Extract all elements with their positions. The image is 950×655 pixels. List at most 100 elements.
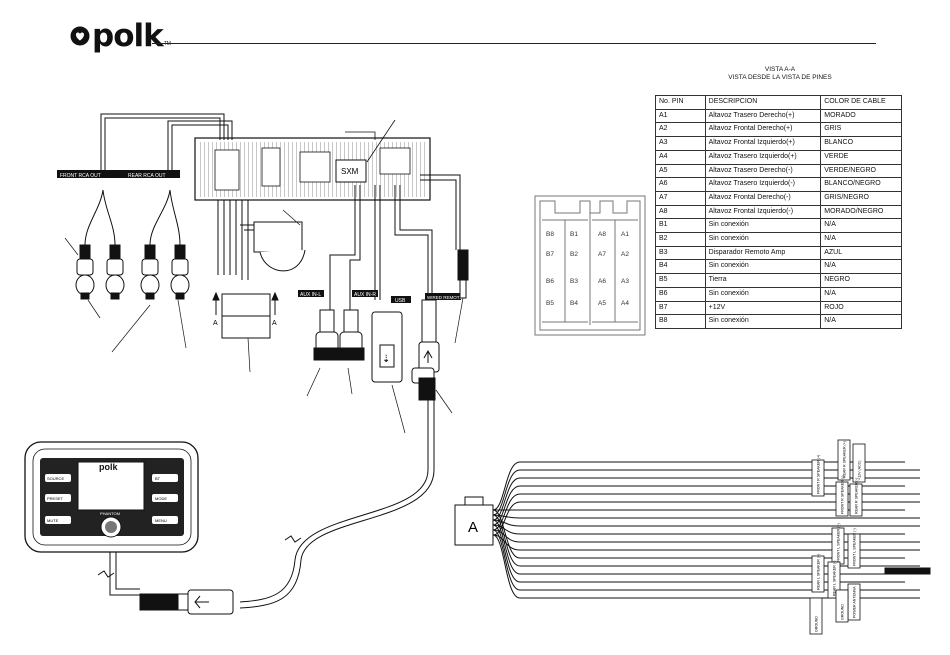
pin-number: A8 bbox=[655, 204, 706, 220]
main-harness-plug bbox=[221, 221, 306, 339]
pin-number: A5 bbox=[655, 163, 706, 179]
rear-rca-label: REAR RCA OUT bbox=[128, 173, 166, 179]
pin-description: Altavoz Frontal Derecho(-) bbox=[704, 190, 822, 206]
pin-wire-color: MORADO/NEGRO bbox=[820, 204, 902, 220]
pin-number: A6 bbox=[655, 177, 706, 192]
pin-description: Sin conexión bbox=[704, 232, 822, 247]
pin-number: A4 bbox=[655, 149, 706, 165]
pin-wire-color: BLANCO bbox=[820, 136, 902, 151]
rca-plug-body bbox=[79, 244, 91, 260]
pin-description: Altavoz Trasero Izquierdo(-) bbox=[704, 177, 822, 192]
rca-plug-body bbox=[109, 244, 121, 260]
pin-label: B1 bbox=[570, 231, 578, 238]
harness-tag bbox=[847, 533, 861, 569]
pin-wire-color: N/A bbox=[820, 218, 902, 234]
pin-wire-color: ROJO bbox=[820, 300, 902, 316]
pin-description: Altavoz Frontal Izquierdo(+) bbox=[704, 136, 822, 151]
connector-face bbox=[534, 195, 646, 336]
aux-in-l-label: AUX IN-L bbox=[300, 292, 321, 298]
pin-wire-color: N/A bbox=[820, 286, 902, 302]
pin-label: B4 bbox=[570, 300, 578, 307]
harness-tag bbox=[827, 561, 841, 599]
view-subtitle: VISTA DESDE LA VISTA DE PINES bbox=[728, 74, 832, 81]
pin-number: A1 bbox=[655, 108, 706, 124]
harness-tag bbox=[811, 459, 825, 497]
pin-label: B7 bbox=[546, 251, 554, 258]
pin-number: B3 bbox=[655, 245, 706, 261]
harness-tag-label: REAR R SPEAKER (-) bbox=[854, 478, 858, 514]
pin-label: A7 bbox=[598, 251, 606, 258]
pin-label: A4 bbox=[621, 300, 629, 307]
harness-tag-boxes: REAR R SPEAKER (+)+12V (ACC)FRONT R SPEA… bbox=[809, 439, 866, 635]
aux-usb-connectors bbox=[313, 249, 469, 401]
pin-number: A2 bbox=[655, 122, 706, 138]
arrow-up-icon bbox=[423, 349, 433, 363]
harness-wire bbox=[492, 524, 905, 583]
speaker-harness bbox=[454, 496, 494, 546]
harness-tag bbox=[849, 483, 863, 517]
harness-tag bbox=[847, 583, 861, 621]
rca-plug-collar bbox=[106, 258, 124, 276]
pin-description: Altavoz Trasero Derecho(-) bbox=[704, 163, 822, 179]
rca-plug-tip bbox=[75, 274, 95, 296]
pin-wire-color: N/A bbox=[820, 259, 902, 275]
pin-description: Altavoz Trasero Derecho(+) bbox=[704, 108, 822, 124]
harness-tag-label: +12V (ACC) bbox=[857, 461, 861, 480]
head-unit-btn-preset: PRESET bbox=[47, 496, 64, 501]
head-unit-brand: polk bbox=[99, 462, 118, 472]
harness-wire bbox=[492, 477, 920, 521]
rca-plug-collar bbox=[76, 258, 94, 276]
harness-wire-end-highlight bbox=[884, 567, 931, 575]
pin-wire-color: NEGRO bbox=[820, 273, 902, 288]
pin-description: Altavoz Frontal Izquierdo(-) bbox=[704, 204, 822, 220]
rca-plug-pin bbox=[175, 292, 185, 300]
rca-plug-body bbox=[174, 244, 186, 260]
header-pin: No. PIN bbox=[655, 95, 706, 110]
pin-number: B1 bbox=[655, 218, 706, 234]
harness-wire bbox=[492, 509, 905, 559]
harness-wire bbox=[492, 519, 920, 527]
rca-plug-collar bbox=[141, 258, 159, 276]
sxm-callout bbox=[366, 119, 396, 163]
harness-tag-label: FRONT L SPEAKER (+) bbox=[836, 523, 840, 562]
pin-wire-color: N/A bbox=[820, 232, 902, 247]
pin-description: Sin conexión bbox=[704, 218, 822, 234]
pin-label: A5 bbox=[598, 300, 606, 307]
radio-chassis bbox=[194, 131, 431, 201]
rca-callouts bbox=[64, 237, 187, 353]
pin-label: B6 bbox=[546, 278, 554, 285]
aux-in-r-label: AUX IN-R bbox=[354, 292, 376, 298]
harness-connector-label: A bbox=[468, 519, 478, 536]
harness-wire bbox=[492, 524, 905, 535]
harness-tag-label: GROUND bbox=[814, 616, 818, 632]
harness-wire bbox=[492, 534, 920, 599]
pin-number: B8 bbox=[655, 314, 706, 329]
harness-tag-label: FRONT L SPEAKER (-) bbox=[852, 528, 856, 566]
pin-label: A8 bbox=[598, 231, 606, 238]
head-unit-btn-source: SOURCE bbox=[47, 476, 64, 481]
pin-description: Tierra bbox=[704, 273, 822, 288]
wired-remote-cable bbox=[97, 400, 435, 609]
pin-table-header: No. PIN DESCRIPCION COLOR DE CABLE bbox=[655, 95, 902, 110]
rca-plug-body bbox=[144, 244, 156, 260]
usb-icon: ⇣ bbox=[382, 354, 390, 365]
pin-wire-color: VERDE/NEGRO bbox=[820, 163, 902, 179]
pin-wire-color: AZUL bbox=[820, 245, 902, 261]
rca-plug-pin bbox=[145, 292, 155, 300]
trademark-mark: TM bbox=[163, 41, 171, 47]
harness-wire bbox=[492, 514, 920, 567]
rca-plug-tip bbox=[170, 274, 190, 296]
usb-label: USB bbox=[395, 298, 406, 304]
harness-wire bbox=[492, 529, 920, 591]
polk-heart-logo bbox=[70, 26, 90, 46]
